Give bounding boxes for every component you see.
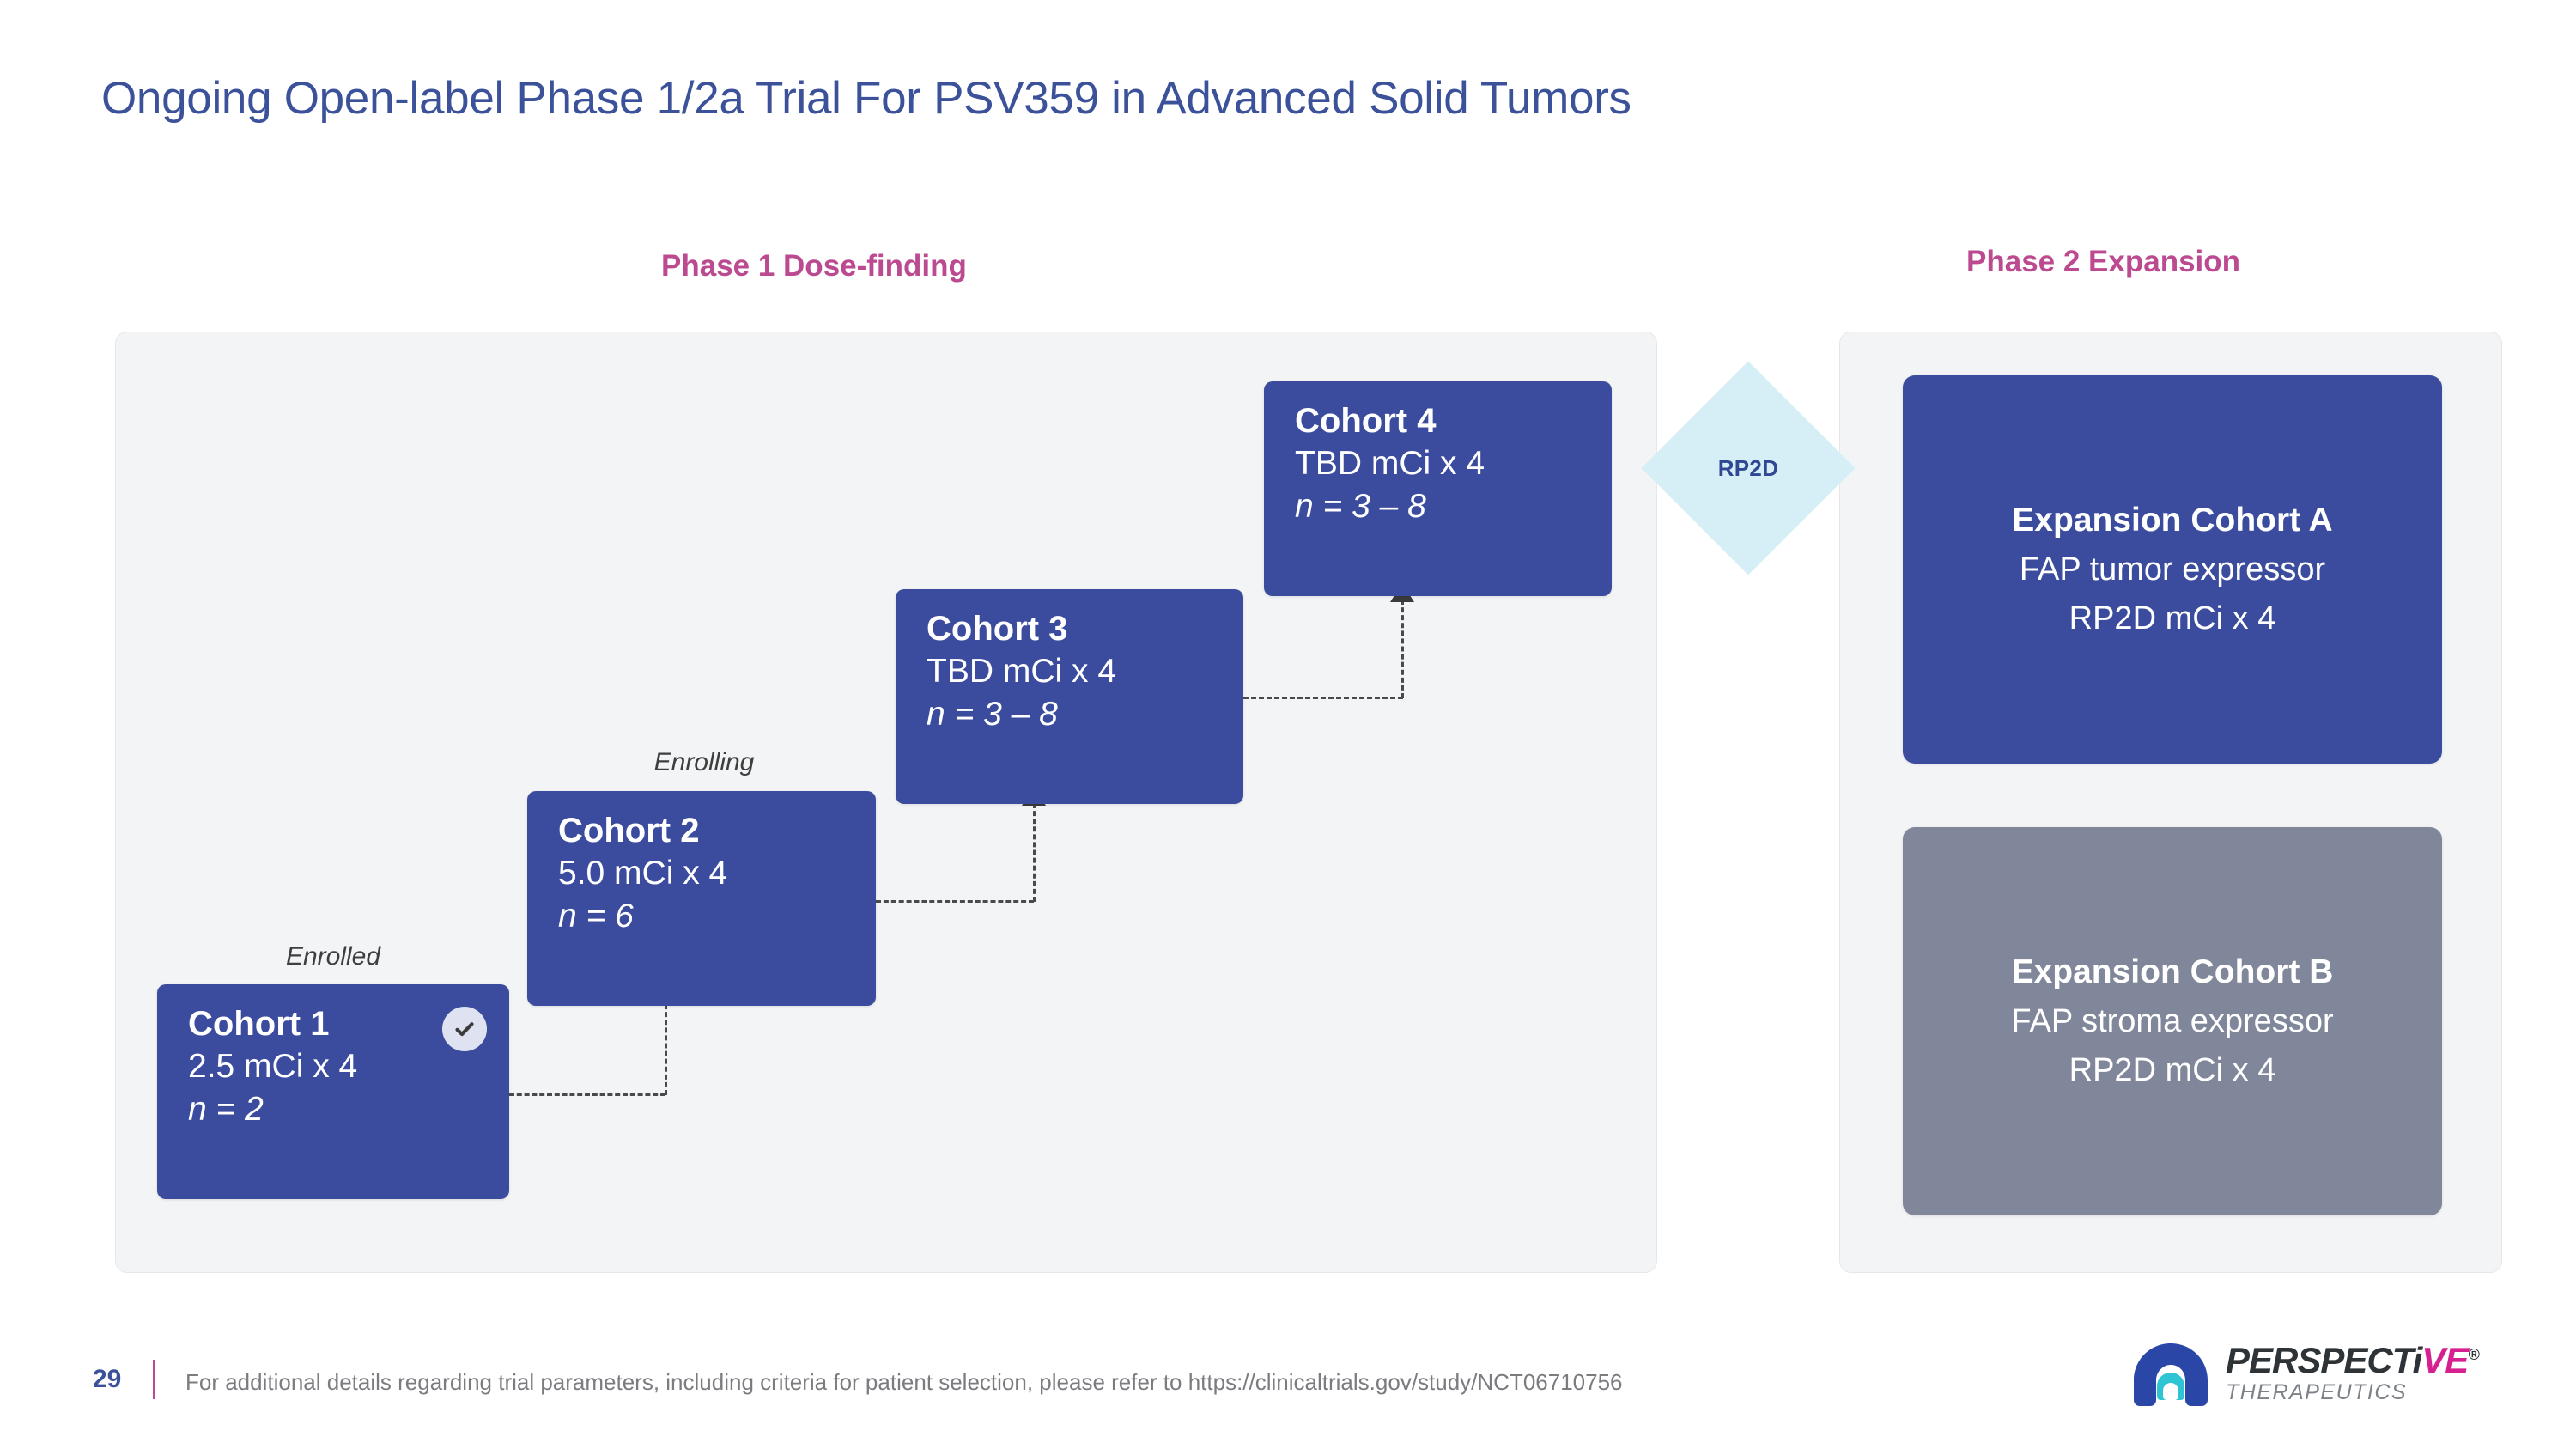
expansion-dose: RP2D mCi x 4: [2069, 1052, 2276, 1089]
cohort-sample-size: n = 3 – 8: [1295, 488, 1426, 526]
footer-divider: [153, 1360, 155, 1399]
registered-trademark-icon: ®: [2468, 1346, 2479, 1363]
cohort-card-2[interactable]: Cohort 2 5.0 mCi x 4 n = 6: [527, 791, 876, 1006]
cohort-dose: 2.5 mCi x 4: [188, 1047, 358, 1085]
expansion-description: FAP tumor expressor: [2019, 551, 2326, 588]
logo-subtitle: THERAPEUTICS: [2226, 1380, 2408, 1405]
rp2d-diamond: RP2D: [1641, 361, 1856, 575]
cohort-title: Cohort 1: [188, 1005, 330, 1043]
connector-cohort3-to-cohort4-vertical: [1401, 600, 1404, 698]
phase1-heading: Phase 1 Dose-finding: [661, 249, 967, 283]
check-circle-icon: [442, 1007, 487, 1051]
perspective-arch-icon: [2134, 1343, 2208, 1406]
company-logo: PERSPECTiVE® THERAPEUTICS: [2129, 1340, 2499, 1426]
page-title: Ongoing Open-label Phase 1/2a Trial For …: [101, 73, 1631, 124]
expansion-title: Expansion Cohort B: [2011, 953, 2334, 990]
cohort-sample-size: n = 2: [188, 1091, 264, 1129]
connector-cohort3-to-cohort4-horizontal: [1243, 697, 1403, 699]
expansion-cohort-a-card[interactable]: Expansion Cohort A FAP tumor expressor R…: [1903, 375, 2442, 764]
cohort-card-3[interactable]: Cohort 3 TBD mCi x 4 n = 3 – 8: [896, 589, 1243, 804]
connector-cohort1-to-cohort2-vertical: [665, 996, 667, 1095]
logo-text: PERSPECTiVE® THERAPEUTICS: [2226, 1340, 2480, 1405]
cohort-title: Cohort 4: [1295, 402, 1437, 440]
expansion-title: Expansion Cohort A: [2012, 501, 2333, 539]
cohort-title: Cohort 3: [927, 610, 1068, 648]
rp2d-label: RP2D: [1717, 454, 1779, 481]
page-number: 29: [93, 1365, 122, 1393]
cohort-dose: TBD mCi x 4: [927, 652, 1117, 690]
cohort-card-1[interactable]: Cohort 1 2.5 mCi x 4 n = 2: [157, 984, 509, 1199]
cohort-card-4[interactable]: Cohort 4 TBD mCi x 4 n = 3 – 8: [1264, 381, 1612, 596]
cohort-title: Cohort 2: [558, 812, 700, 849]
phase2-heading: Phase 2 Expansion: [1966, 245, 2241, 278]
status-label-enrolling: Enrolling: [653, 748, 755, 776]
cohort-dose: 5.0 mCi x 4: [558, 854, 728, 892]
logo-word-part1: PERSPECTi: [2226, 1340, 2422, 1380]
logo-wordmark: PERSPECTiVE®: [2226, 1340, 2480, 1380]
status-label-enrolled: Enrolled: [285, 942, 381, 971]
cohort-dose: TBD mCi x 4: [1295, 444, 1485, 482]
cohort-sample-size: n = 6: [558, 898, 634, 935]
expansion-dose: RP2D mCi x 4: [2069, 600, 2276, 637]
expansion-cohort-b-card[interactable]: Expansion Cohort B FAP stroma expressor …: [1903, 827, 2442, 1215]
connector-cohort2-to-cohort3-horizontal: [876, 900, 1034, 903]
cohort-sample-size: n = 3 – 8: [927, 696, 1058, 734]
logo-word-part2: VE: [2421, 1340, 2469, 1380]
connector-cohort2-to-cohort3-vertical: [1033, 803, 1036, 902]
expansion-description: FAP stroma expressor: [2011, 1003, 2334, 1040]
footer-note: For additional details regarding trial p…: [185, 1369, 1623, 1395]
connector-cohort1-to-cohort2-horizontal: [509, 1093, 665, 1096]
